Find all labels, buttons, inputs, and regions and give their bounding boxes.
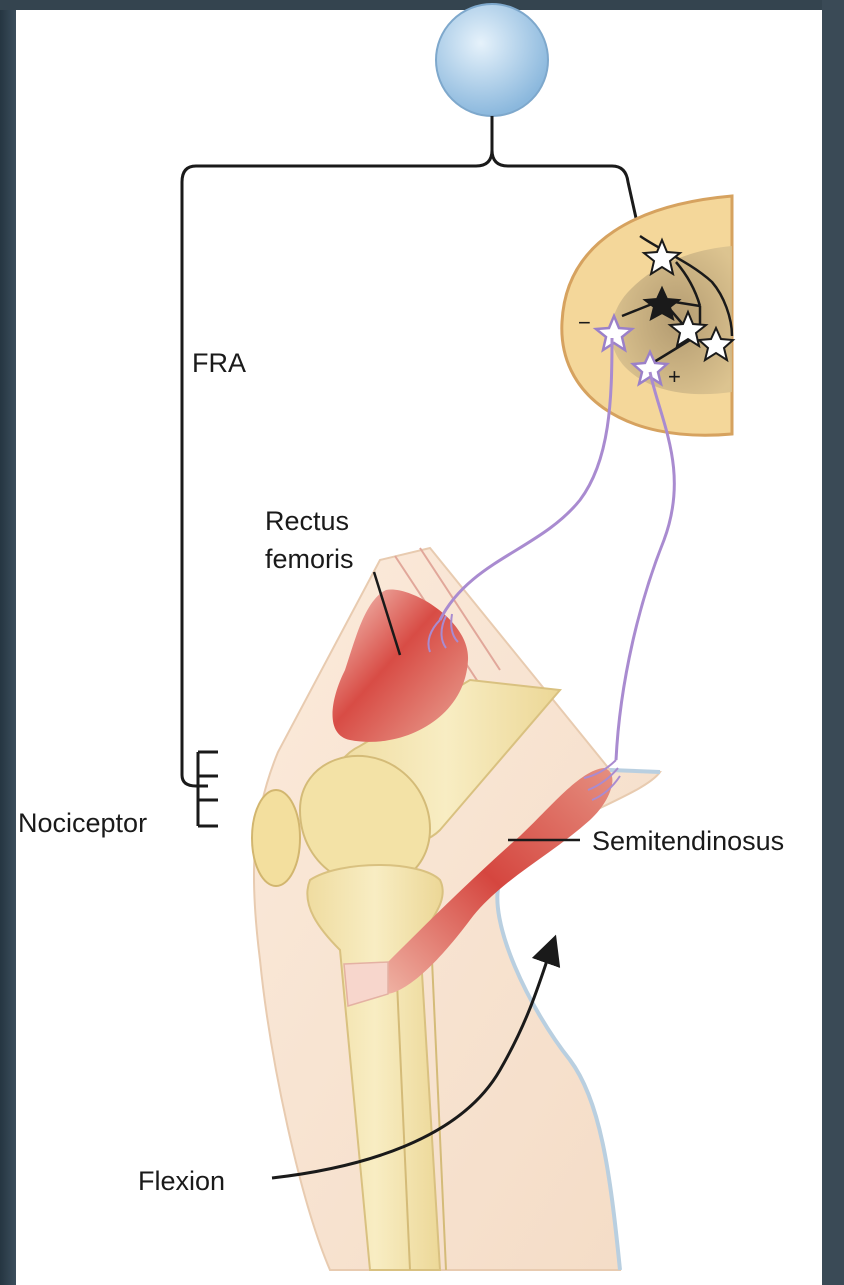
semitendinosus-label: Semitendinosus <box>592 826 784 856</box>
fra-central-branch <box>492 150 640 236</box>
rectus-femoris-label-line1: Rectus <box>265 506 349 536</box>
excitation-sign: + <box>668 364 681 389</box>
fra-label: FRA <box>192 348 246 378</box>
flexion-label: Flexion <box>138 1166 225 1196</box>
nociceptor-label: Nociceptor <box>18 808 147 838</box>
skin-edge-back <box>610 770 660 772</box>
flexor-motor-axon <box>616 372 674 760</box>
nociceptor-endings <box>198 752 218 826</box>
rectus-femoris-label-line2: femoris <box>265 544 354 574</box>
inhibition-sign: − <box>578 310 591 335</box>
patella <box>252 790 300 886</box>
sensory-neuron-soma <box>436 4 548 116</box>
